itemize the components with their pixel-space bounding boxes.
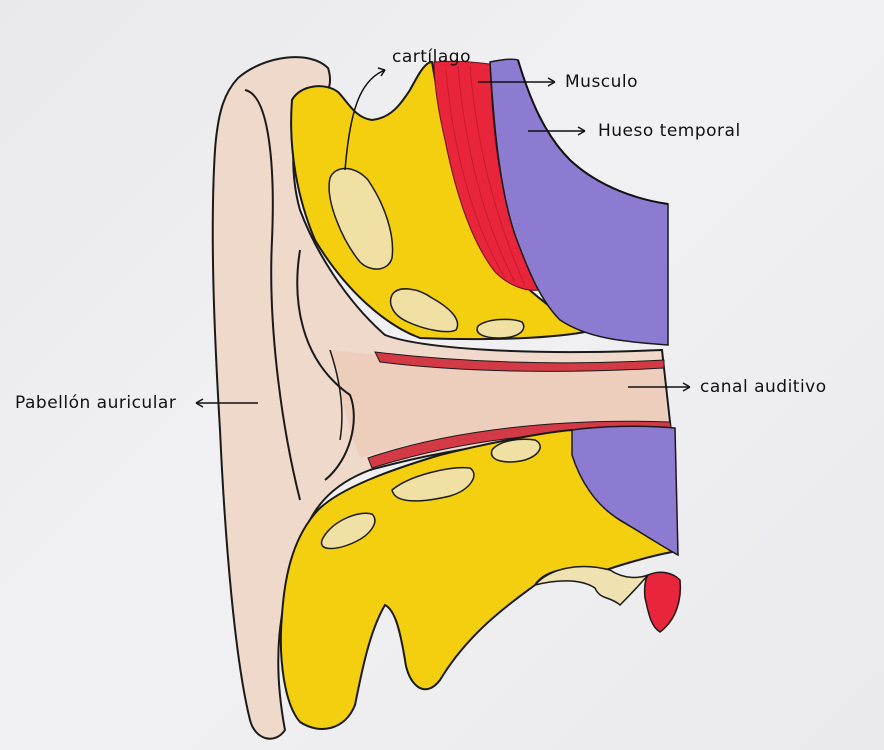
muscle-label: Musculo [565, 72, 638, 92]
muscle-lower [645, 572, 681, 632]
cartilage-label: cartílago [392, 47, 471, 67]
lower-pale-area [535, 566, 648, 605]
auricle-label: Pabellón auricular [15, 393, 176, 413]
ear-canal-label: canal auditivo [700, 377, 827, 397]
temporal-bone-label: Hueso temporal [598, 121, 741, 141]
cartilage-island-3 [477, 319, 524, 338]
